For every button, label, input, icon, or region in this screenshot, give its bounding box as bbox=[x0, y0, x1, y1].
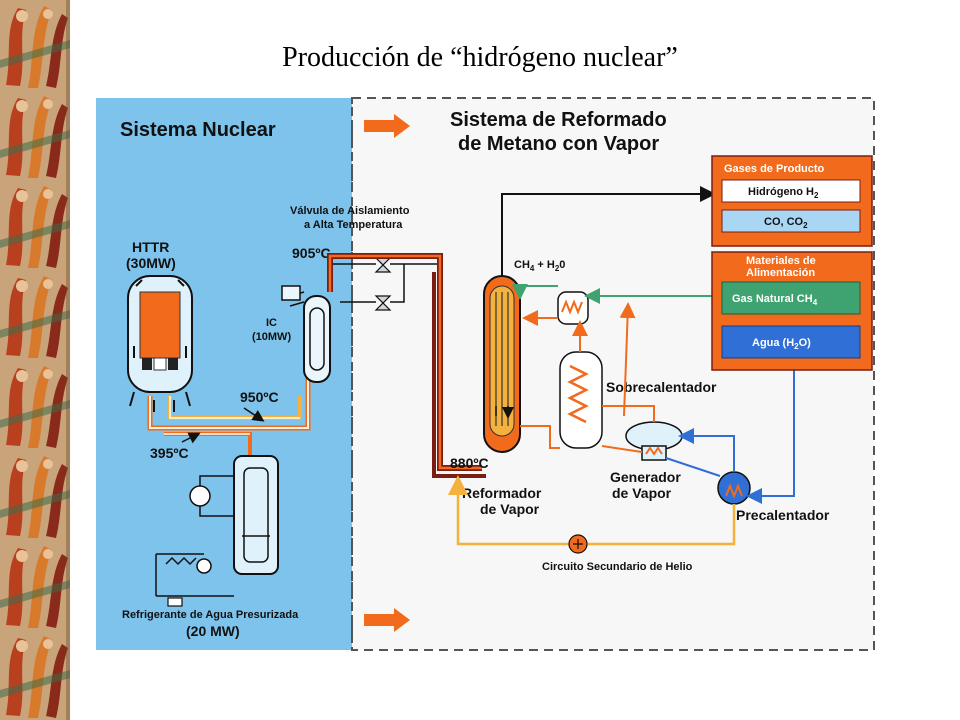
valve-label-line2: a Alta Temperatura bbox=[304, 219, 403, 231]
hydrogen-production-diagram: Sistema Nuclear Sistema de Reformado de … bbox=[94, 96, 878, 652]
helium-circuit-label: Circuito Secundario de Helio bbox=[542, 561, 693, 573]
reforming-title-line2: de Metano con Vapor bbox=[458, 133, 659, 155]
water-label: Agua (H2O) bbox=[752, 337, 811, 351]
feed-materials-box: Materiales de Alimentación Gas Natural C… bbox=[711, 251, 873, 371]
coolant-label-line1: Refrigerante de Agua Presurizada bbox=[122, 609, 299, 621]
slide-title: Producción de “hidrógeno nuclear” bbox=[282, 42, 678, 73]
hydrogen-label: Hidrógeno H2 bbox=[748, 186, 819, 200]
feed-title-line1: Materiales de bbox=[746, 255, 816, 267]
product-gas-line bbox=[501, 186, 716, 276]
reformer-label-line2: de Vapor bbox=[480, 501, 540, 517]
coolant-label-line2: (20 MW) bbox=[186, 623, 240, 639]
temp-950: 950ºC bbox=[240, 389, 279, 405]
transfer-arrow-top bbox=[364, 114, 410, 138]
nuclear-system-title: Sistema Nuclear bbox=[120, 119, 276, 141]
product-gases-box: Gases de Producto Hidrógeno H2 CO, CO2 bbox=[711, 155, 873, 247]
pressurized-water-cooler bbox=[155, 455, 279, 607]
product-gases-title: Gases de Producto bbox=[724, 163, 825, 175]
intermediate-heat-exchanger bbox=[281, 285, 331, 383]
httr-label-line2: (30MW) bbox=[126, 255, 176, 271]
water-line bbox=[746, 358, 795, 504]
superheater-label: Sobrecalentador bbox=[606, 379, 717, 395]
decorative-sidebar bbox=[0, 0, 70, 720]
feed-heater bbox=[557, 291, 589, 325]
transfer-arrow-bottom bbox=[364, 608, 410, 632]
feed-mix-label: CH4 + H20 bbox=[514, 259, 565, 273]
superheater bbox=[559, 351, 603, 449]
reforming-title-line1: Sistema de Reformado bbox=[450, 109, 667, 131]
reformer-label-line1: Reformador bbox=[462, 485, 542, 501]
temp-905: 905ºC bbox=[292, 245, 331, 261]
steam-gen-label-line1: Generador bbox=[610, 469, 681, 485]
valve-label-line1: Válvula de Aislamiento bbox=[290, 205, 410, 217]
steam-gen-label-line2: de Vapor bbox=[612, 485, 672, 501]
httr-reactor bbox=[127, 275, 193, 407]
ic-label-line2: (10MW) bbox=[252, 331, 291, 343]
feed-title-line2: Alimentación bbox=[746, 267, 815, 279]
natural-gas-label: Gas Natural CH4 bbox=[732, 293, 818, 307]
httr-label-line1: HTTR bbox=[132, 239, 169, 255]
ic-label-line1: IC bbox=[266, 317, 277, 329]
steam-reformer bbox=[483, 275, 521, 453]
temp-395: 395ºC bbox=[150, 445, 189, 461]
helium-circulator bbox=[568, 534, 588, 554]
preheater-label: Precalentador bbox=[736, 507, 830, 523]
hot-helium-pipe bbox=[327, 253, 486, 478]
preheater bbox=[717, 471, 751, 505]
helium-secondary-loop bbox=[448, 475, 736, 546]
temp-880: 880ºC bbox=[450, 455, 489, 471]
co-co2-label: CO, CO2 bbox=[764, 216, 808, 230]
